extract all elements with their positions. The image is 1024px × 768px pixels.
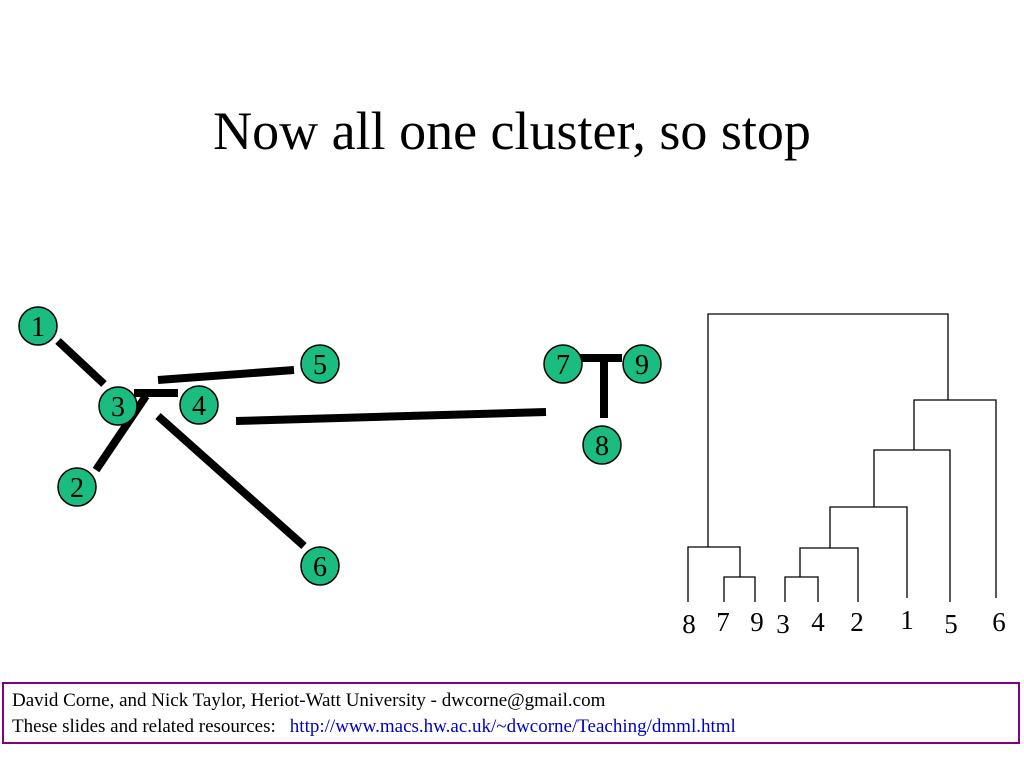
edge-4-8 bbox=[235, 408, 547, 425]
dendrogram bbox=[687, 313, 997, 602]
graph-nodes: 1 2 3 4 5 6 7 8 bbox=[18, 306, 662, 586]
graph-node-label-9: 9 bbox=[635, 350, 649, 381]
graph-node-6: 6 bbox=[300, 546, 340, 586]
graph-node-4: 4 bbox=[179, 385, 219, 425]
graph-node-3: 3 bbox=[98, 386, 138, 426]
dendro-leaf-label: 1 bbox=[900, 605, 914, 635]
graph-node-label-1: 1 bbox=[31, 312, 45, 343]
graph-node-label-6: 6 bbox=[313, 552, 327, 583]
graph-node-label-2: 2 bbox=[70, 473, 84, 504]
edge-3-6 bbox=[155, 413, 307, 549]
dendro-leaf-label: 5 bbox=[944, 609, 958, 639]
footer-resources-label: These slides and related resources: bbox=[12, 716, 276, 737]
footer-resources: These slides and related resources: http:… bbox=[12, 714, 1010, 740]
dendro-leaf-label: 6 bbox=[992, 607, 1006, 637]
graph-node-label-7: 7 bbox=[556, 350, 570, 381]
graph-node-5: 5 bbox=[300, 344, 340, 384]
dendro-merge-3-4 bbox=[784, 576, 819, 602]
dendro-leaf-label: 2 bbox=[850, 607, 864, 637]
dendro-merge-3421-5 bbox=[873, 449, 951, 602]
dendro-merge-7-9 bbox=[723, 576, 756, 602]
dendro-leaf-label: 4 bbox=[811, 607, 825, 637]
graph-node-label-4: 4 bbox=[192, 391, 206, 422]
edge-3-5 bbox=[157, 366, 295, 384]
graph-node-label-5: 5 bbox=[313, 350, 327, 381]
dendro-merge-342-1 bbox=[829, 506, 908, 598]
graph-edges bbox=[55, 338, 622, 549]
graph-node-7: 7 bbox=[543, 344, 583, 384]
graph-node-label-3: 3 bbox=[111, 392, 125, 423]
graph-node-9: 9 bbox=[622, 344, 662, 384]
dendro-leaf-label: 9 bbox=[750, 607, 764, 637]
graph-node-label-8: 8 bbox=[595, 431, 609, 462]
slide-title: Now all one cluster, so stop bbox=[213, 101, 811, 161]
edge-1-3 bbox=[55, 338, 107, 387]
dendrogram-leaf-labels: 8 7 9 3 4 2 1 5 6 bbox=[682, 605, 1006, 639]
edge-3-2 bbox=[92, 393, 150, 473]
dendro-leaf-label: 7 bbox=[716, 607, 730, 637]
graph-node-1: 1 bbox=[18, 306, 58, 346]
dendro-merge-34-2 bbox=[799, 547, 859, 602]
dendro-merge-root bbox=[707, 313, 949, 547]
dendro-leaf-label: 8 bbox=[682, 609, 696, 639]
graph-node-8: 8 bbox=[582, 425, 622, 465]
graph-node-2: 2 bbox=[57, 467, 97, 507]
footer: David Corne, and Nick Taylor, Heriot-Wat… bbox=[2, 682, 1020, 744]
resources-link[interactable]: http://www.macs.hw.ac.uk/~dwcorne/Teachi… bbox=[289, 716, 736, 737]
footer-credits: David Corne, and Nick Taylor, Heriot-Wat… bbox=[12, 690, 606, 711]
dendro-merge-8-79 bbox=[687, 546, 741, 602]
dendro-leaf-label: 3 bbox=[776, 609, 790, 639]
dendro-merge-34215-6 bbox=[913, 399, 997, 598]
